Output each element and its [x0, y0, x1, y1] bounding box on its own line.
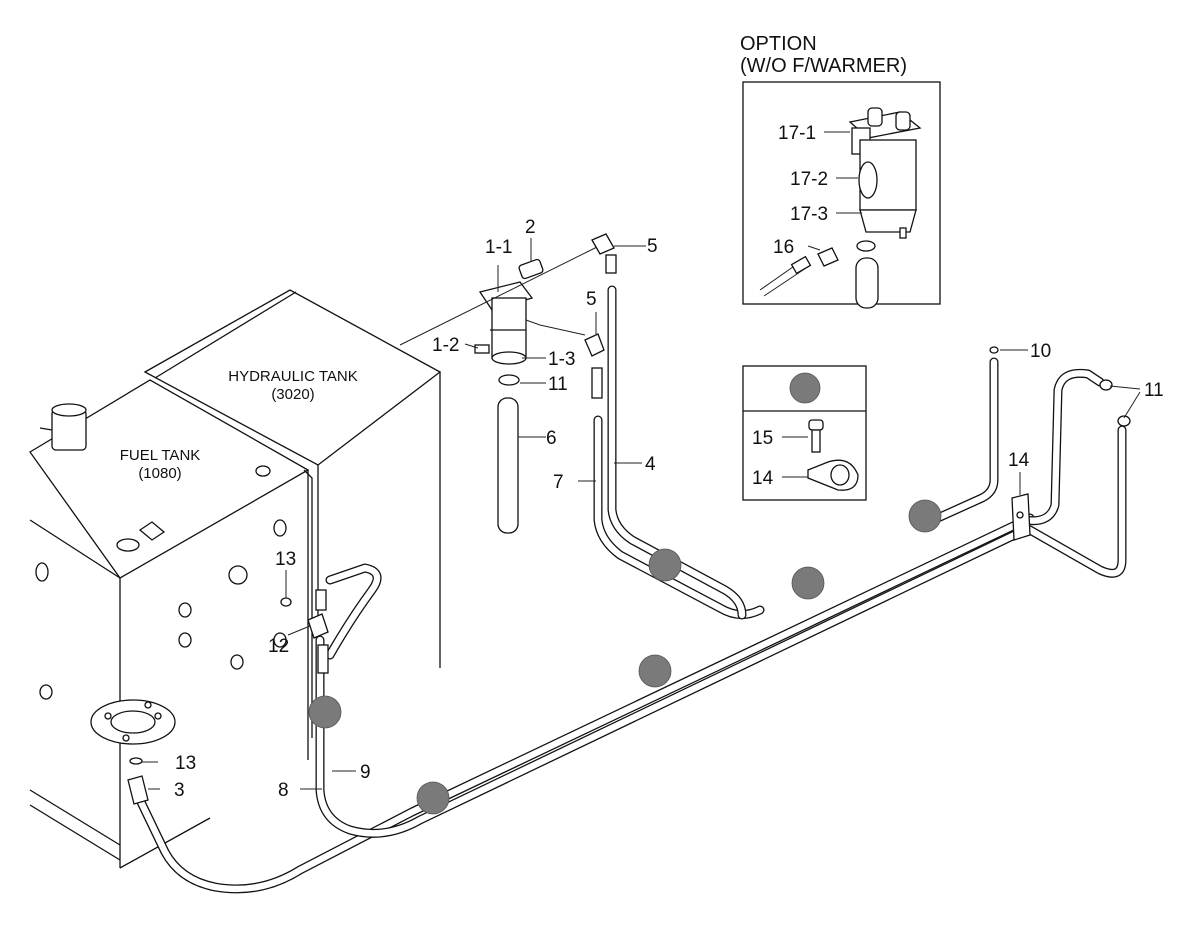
- o-ring-11-a: [1099, 379, 1113, 391]
- callout-16: 16: [773, 237, 794, 258]
- clamp-detail-box: [742, 365, 867, 501]
- fitting-12: [280, 589, 329, 674]
- drain-plug-1-2: [474, 344, 490, 354]
- fuel-tank-name: FUEL TANK: [120, 447, 201, 464]
- callout-11-filter: 11: [548, 374, 568, 395]
- leader-lines: [142, 131, 1141, 790]
- clamp-marker: [791, 566, 825, 600]
- fuel-tank-code: (1080): [138, 465, 181, 482]
- tank-labels: HYDRAULIC TANK (3020) FUEL TANK (1080): [120, 368, 358, 482]
- callout-8: 8: [278, 780, 289, 801]
- hose-assembly: [135, 285, 1127, 894]
- part-callouts: 1-1 1-2 1-3 2 3 4 5 5 6 7 8 9 10 11 11 1…: [174, 123, 1164, 801]
- plug-10: [989, 346, 999, 354]
- hydraulic-tank-code: (3020): [271, 386, 314, 403]
- option-detail-box: [742, 81, 941, 309]
- callout-9: 9: [360, 762, 371, 783]
- callout-14-right: 14: [1008, 450, 1030, 471]
- drain-flange: [90, 699, 176, 745]
- callout-7: 7: [553, 472, 564, 493]
- callout-11-right: 11: [1144, 380, 1164, 401]
- hydraulic-tank: [143, 289, 442, 738]
- option-title-line1: OPTION: [740, 33, 817, 55]
- callout-1-2: 1-2: [432, 335, 459, 356]
- option-title-line2: (W/O F/WARMER): [740, 55, 907, 77]
- fitting-3: [127, 775, 149, 805]
- callout-15: 15: [752, 428, 773, 449]
- callout-6: 6: [546, 428, 557, 449]
- o-ring-13-lower: [129, 757, 143, 765]
- clamp-marker: [638, 654, 672, 688]
- elbow-5-lower: [584, 333, 605, 399]
- fuel-gauge: [116, 538, 140, 552]
- callout-13-lower: 13: [175, 753, 196, 774]
- hydraulic-tank-name: HYDRAULIC TANK: [228, 368, 357, 385]
- fitting-2: [518, 258, 544, 280]
- clamp-marker: [416, 781, 450, 815]
- callout-12: 12: [268, 636, 289, 657]
- callout-5-lower: 5: [586, 289, 597, 310]
- elbow-5-upper: [591, 233, 617, 274]
- callout-14-detail: 14: [752, 468, 774, 489]
- callout-17-2: 17-2: [790, 169, 828, 190]
- fuel-filter: [399, 246, 598, 386]
- callout-3: 3: [174, 780, 185, 801]
- fuel-tank: [29, 379, 310, 869]
- callout-4: 4: [645, 454, 656, 475]
- bracket-clamp-14: [1011, 493, 1031, 541]
- callout-13-upper: 13: [275, 549, 296, 570]
- option-title: OPTION (W/O F/WARMER): [740, 33, 907, 77]
- o-ring-11: [498, 374, 520, 386]
- clamp-marker: [648, 548, 682, 582]
- clamp-markers: [308, 499, 942, 815]
- clamp-marker-legend: [789, 372, 821, 404]
- pipe-6: [497, 397, 519, 534]
- callout-10: 10: [1030, 341, 1051, 362]
- callout-1-1: 1-1: [485, 237, 512, 258]
- o-ring-11-b: [1117, 415, 1131, 427]
- callout-17-3: 17-3: [790, 204, 828, 225]
- callout-5-upper: 5: [647, 236, 658, 257]
- fuel-cap: [39, 403, 87, 451]
- callout-1-3: 1-3: [548, 349, 575, 370]
- callout-17-1: 17-1: [778, 123, 816, 144]
- callout-2: 2: [525, 217, 536, 238]
- clamp-marker: [908, 499, 942, 533]
- clamp-marker: [308, 695, 342, 729]
